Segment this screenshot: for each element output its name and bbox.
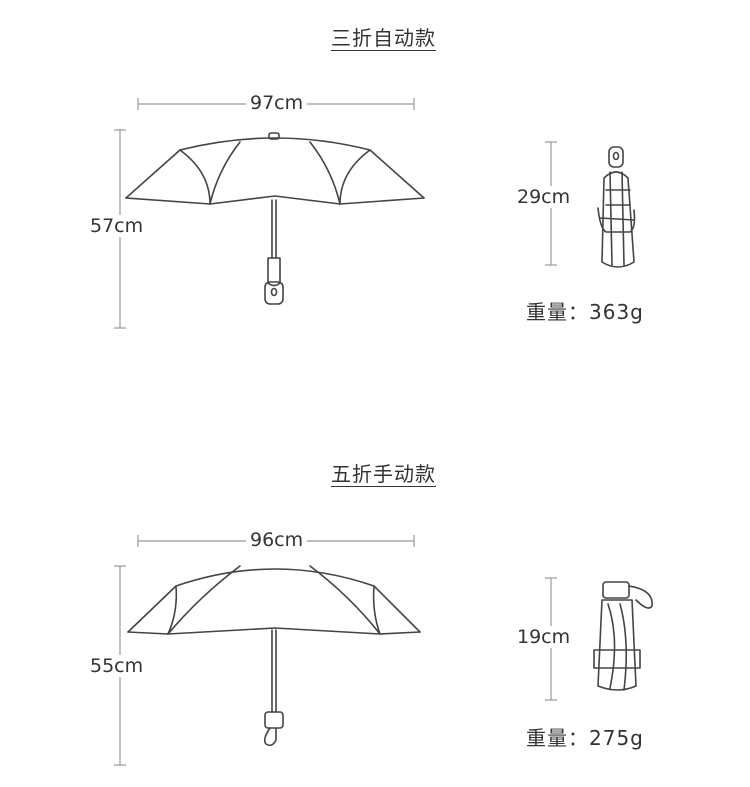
weight-value-2: 275g <box>589 726 644 750</box>
weight-2: 重量：275g <box>526 722 644 751</box>
open-umbrella-2 <box>127 565 421 747</box>
weight-label-1: 重量： <box>526 300 589 324</box>
weight-1: 重量：363g <box>526 296 644 325</box>
open-width-label-2: 96cm <box>246 529 308 551</box>
folded-umbrella-2 <box>593 581 653 691</box>
open-width-label-1: 97cm <box>246 92 308 114</box>
open-umbrella-1 <box>125 132 425 305</box>
model-title-1: 三折自动款 <box>331 26 436 50</box>
open-height-label-2: 55cm <box>86 655 148 677</box>
open-height-label-1: 57cm <box>86 215 148 237</box>
folded-length-label-2: 19cm <box>513 626 575 648</box>
model-title-2: 五折手动款 <box>331 462 436 486</box>
folded-length-label-1: 29cm <box>513 186 575 208</box>
folded-umbrella-1 <box>597 146 636 268</box>
weight-label-2: 重量： <box>526 726 589 750</box>
weight-value-1: 363g <box>589 300 644 324</box>
